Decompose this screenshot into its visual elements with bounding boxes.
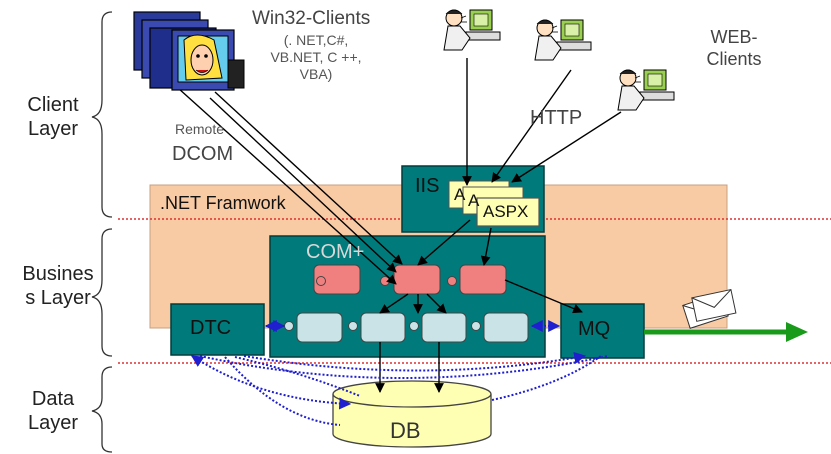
web-client-icon-1	[443, 9, 501, 51]
complus-label: COM+	[306, 241, 365, 263]
aspx-label: ASPX	[483, 202, 529, 221]
iis-label: IIS	[415, 175, 440, 197]
dtc-mq-links	[190, 320, 609, 426]
business-layer-brace	[91, 228, 113, 357]
win32-client-icon	[133, 11, 245, 91]
web-client-icon-2	[534, 19, 592, 61]
flow-arrows	[177, 58, 622, 393]
web-clients-label: WEB- Clients	[706, 27, 762, 69]
db-label: DB	[390, 418, 421, 443]
business-layer-label: Busines s Layer	[22, 263, 94, 309]
data-layer-label: Data Layer	[27, 388, 79, 434]
pink-components	[313, 264, 507, 295]
aspx-pages	[448, 180, 540, 227]
dcom-label: DCOM	[172, 143, 234, 165]
client-layer-label: Client Layer	[27, 94, 79, 140]
client-layer-brace	[91, 11, 113, 218]
web-client-icon-3	[617, 69, 675, 111]
win32-clients-title: Win32-Clients	[252, 8, 371, 29]
data-layer-brace	[91, 366, 113, 453]
aspx-back-label-1: A	[454, 185, 466, 204]
database-cylinder	[332, 380, 492, 448]
light-blue-components	[284, 312, 529, 343]
dtc-box	[170, 303, 265, 356]
aspx-back-label-2: A	[468, 191, 480, 210]
remote-label: Remote	[175, 121, 225, 137]
mq-outgoing-arrow	[644, 322, 808, 342]
win32-clients-subtitle: (. NET,C#, VB.NET, C ++, VBA)	[270, 32, 362, 82]
dotnet-framework-label: .NET Framwork	[160, 193, 286, 213]
mq-label: MQ	[578, 318, 611, 340]
envelopes-icon	[682, 288, 737, 329]
http-label: HTTP	[530, 107, 583, 129]
dtc-label: DTC	[190, 317, 232, 339]
